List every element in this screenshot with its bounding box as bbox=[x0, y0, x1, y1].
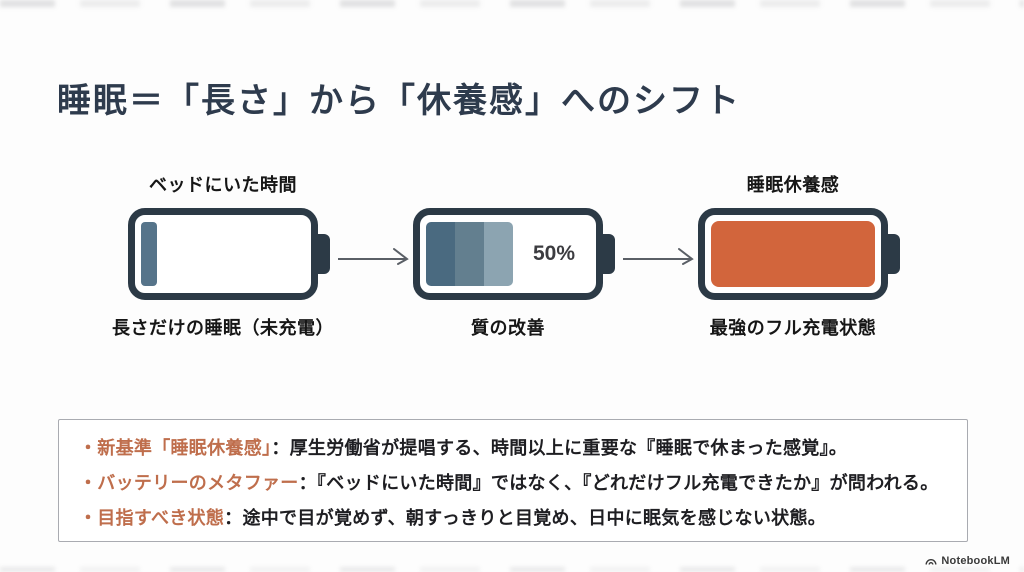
video-artifact-bottom bbox=[0, 567, 1024, 572]
arrow-right-icon bbox=[338, 248, 409, 265]
fill-segment-dark bbox=[426, 222, 455, 286]
video-artifact-top bbox=[0, 0, 1024, 7]
note-body: ：厚生労働省が提唱する、時間以上に重要な『睡眠で休まった感覚』。 bbox=[271, 438, 848, 458]
battery-terminal bbox=[315, 234, 330, 274]
battery-percent-label: 50% bbox=[532, 242, 576, 265]
footer-brand: NotebookLM bbox=[925, 555, 1010, 567]
battery-body bbox=[698, 208, 888, 300]
note-body: ：途中で目が覚めず、朝すっきりと目覚め、日中に眠気を感じない状態。 bbox=[224, 508, 827, 528]
arrow-right-icon bbox=[623, 248, 694, 265]
battery-full-illustration bbox=[698, 208, 902, 300]
battery-empty-illustration bbox=[128, 208, 332, 300]
battery-half-fill bbox=[426, 222, 513, 286]
note-line: ・目指すべき状態：途中で目が覚めず、朝すっきりと目覚め、日中に眠気を感じない状態… bbox=[79, 501, 947, 536]
note-body: ：『ベッドにいた時間』ではなく、『どれだけフル充電できたか』が問われる。 bbox=[298, 473, 939, 493]
battery1-top-label: ベッドにいた時間 bbox=[149, 175, 297, 195]
battery-full-fill bbox=[711, 221, 875, 287]
battery-half-illustration: 50% bbox=[413, 208, 617, 300]
brand-text: NotebookLM bbox=[941, 555, 1010, 567]
battery-terminal bbox=[600, 234, 615, 274]
slide-title: 睡眠＝「長さ」から「休養感」へのシフト bbox=[57, 81, 741, 120]
note-term: ・新基準「睡眠休養感」 bbox=[79, 438, 272, 458]
notebooklm-logo-icon bbox=[925, 559, 937, 565]
battery1-bottom-label: 長さだけの睡眠（未充電） bbox=[112, 318, 334, 338]
fill-segment-mid bbox=[455, 222, 484, 286]
notes-box: ・新基準「睡眠休養感」：厚生労働省が提唱する、時間以上に重要な『睡眠で休まった感… bbox=[58, 419, 968, 542]
note-term: ・目指すべき状態 bbox=[79, 508, 225, 528]
battery3-bottom-label: 最強のフル充電状態 bbox=[709, 318, 877, 338]
note-line: ・新基準「睡眠休養感」：厚生労働省が提唱する、時間以上に重要な『睡眠で休まった感… bbox=[79, 431, 947, 466]
battery2-bottom-label: 質の改善 bbox=[471, 318, 545, 338]
battery-terminal bbox=[885, 234, 900, 274]
note-line: ・バッテリーのメタファー：『ベッドにいた時間』ではなく、『どれだけフル充電できた… bbox=[79, 466, 947, 501]
battery3-top-label: 睡眠休養感 bbox=[746, 175, 840, 195]
battery-low-charge-bar bbox=[141, 222, 157, 286]
fill-segment-light bbox=[484, 222, 513, 286]
note-term: ・バッテリーのメタファー bbox=[79, 473, 299, 493]
battery-body bbox=[128, 208, 318, 300]
battery-body: 50% bbox=[413, 208, 603, 300]
